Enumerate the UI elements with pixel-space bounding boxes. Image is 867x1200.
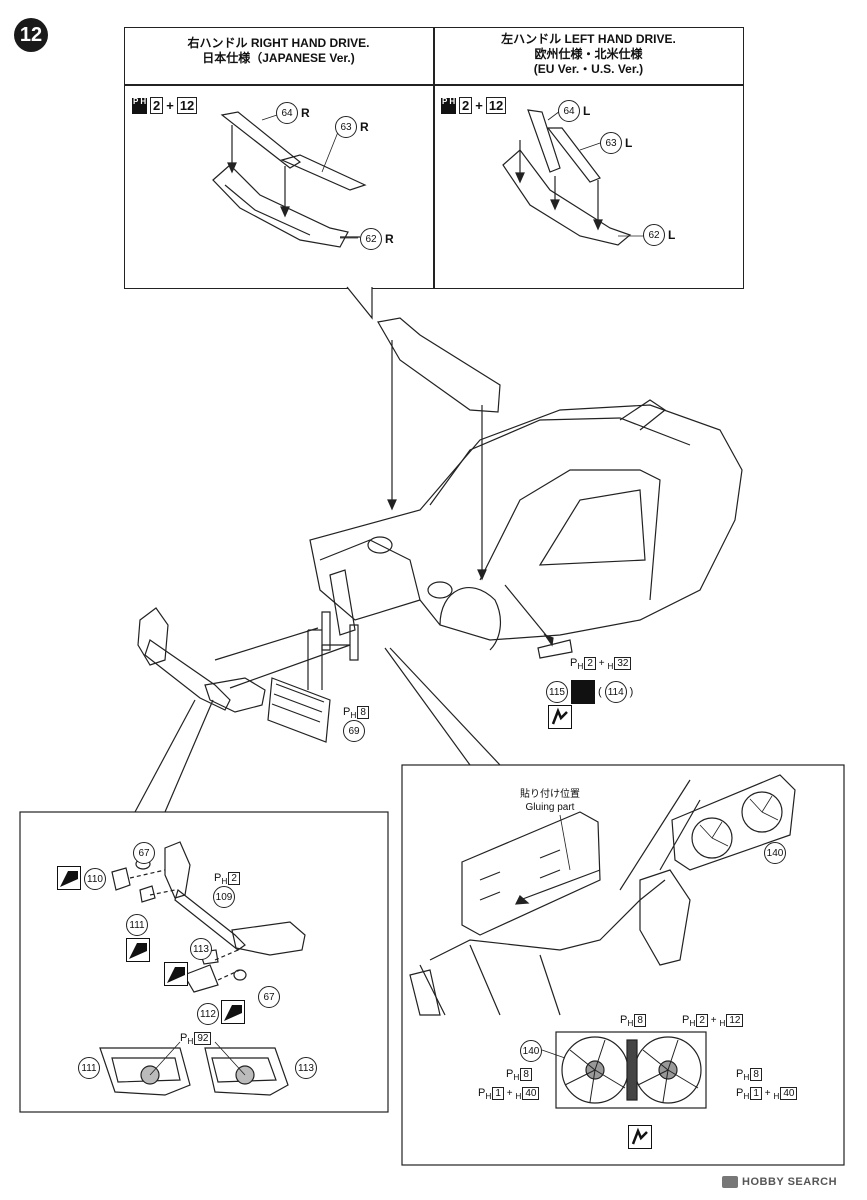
rhd-cowl-drawing xyxy=(212,111,367,248)
cement-icon-111 xyxy=(126,938,150,962)
adhesive-glue-icon xyxy=(548,705,572,729)
adhesive-glue-icon-fan xyxy=(628,1125,652,1149)
part-140a: 140 xyxy=(764,842,786,864)
radiator-support-drawing xyxy=(409,774,796,1016)
gluing-part-label: 貼り付け位置 Gluing part xyxy=(520,789,580,813)
lhd-title: 左ハンドル LEFT HAND DRIVE. xyxy=(501,32,676,46)
rhd-subtitle: 日本仕様（JAPANESE Ver.) xyxy=(202,51,355,65)
panel-divider-v xyxy=(433,27,435,289)
part-113: 113 xyxy=(190,938,212,960)
lhd-paint-code: P H 2 + 12 xyxy=(441,97,507,114)
rhd-paint-code: P H 2 + 12 xyxy=(132,97,198,114)
part-110: 110 xyxy=(84,868,106,890)
part-109: 109 xyxy=(213,886,235,908)
headlight-assembly-drawing xyxy=(99,841,306,1096)
lhd-versions: (EU Ver.・U.S. Ver.) xyxy=(533,62,644,76)
lhd-header: 左ハンドル LEFT HAND DRIVE. 欧州仕様・北米仕様 (EU Ver… xyxy=(434,32,743,77)
part-111: 111 xyxy=(126,914,148,936)
lhd-subtitle: 欧州仕様・北米仕様 xyxy=(534,47,643,61)
hobby-search-logo-icon xyxy=(722,1176,738,1188)
cement-icon-113 xyxy=(164,962,188,986)
part-112: 112 xyxy=(197,1003,219,1025)
part-111-lens: 111 xyxy=(78,1057,100,1079)
hobby-search-watermark: HOBBY SEARCH xyxy=(722,1176,837,1188)
step-number-badge: 12 xyxy=(14,18,48,52)
rhd-header: 右ハンドル RIGHT HAND DRIVE. 日本仕様（JAPANESE Ve… xyxy=(124,36,433,66)
cement-icon-110 xyxy=(57,866,81,890)
paint-ph-icon: P H xyxy=(441,97,456,114)
cement-icon-112 xyxy=(221,1000,245,1024)
paint-ph-icon: P H xyxy=(132,97,147,114)
part-67a: 67 xyxy=(133,842,155,864)
lhd-cowl-drawing xyxy=(502,109,632,246)
part-140b: 140 xyxy=(520,1040,542,1062)
part-113-lens: 113 xyxy=(295,1057,317,1079)
mirror-pair-icon xyxy=(571,680,595,704)
front-bumper-drawing xyxy=(137,607,359,713)
part-69: 69 xyxy=(343,720,365,742)
fan-shroud-drawing xyxy=(541,1031,707,1109)
car-body-drawing xyxy=(309,317,743,659)
radiator-grille-drawing xyxy=(267,629,350,743)
part-67b: 67 xyxy=(258,986,280,1008)
part-115-114: 115 (114) xyxy=(546,680,633,704)
rhd-title: 右ハンドル RIGHT HAND DRIVE. xyxy=(187,36,370,50)
